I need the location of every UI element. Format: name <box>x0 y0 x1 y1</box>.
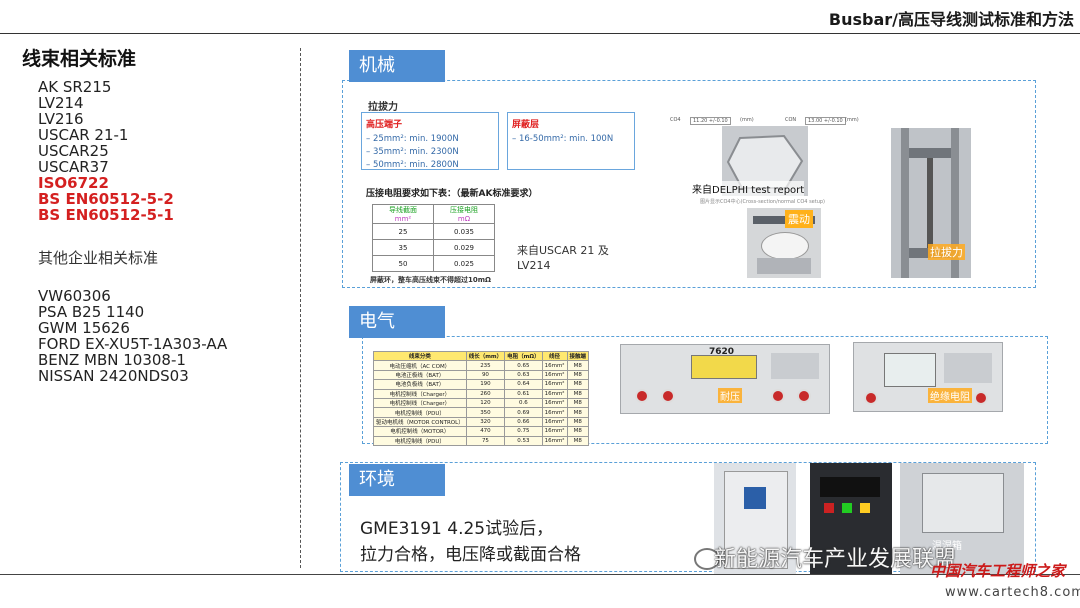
mechanical-panel <box>342 80 1036 288</box>
other-standard-item: BENZ MBN 10308-1 <box>38 351 186 369</box>
highlighted-standard-item: BS EN60512-5-2 <box>38 190 174 208</box>
delphi-caption: 来自DELPHI test report <box>692 181 805 196</box>
control-panel-photo <box>810 463 892 575</box>
xs-label: (mm) <box>845 117 859 123</box>
res-table-header: 导线截面 mm² <box>372 204 434 224</box>
standard-item: USCAR 21-1 <box>38 126 129 144</box>
other-standard-item: VW60306 <box>38 287 111 305</box>
other-standards-heading: 其他企业相关标准 <box>38 249 159 267</box>
environment-text-line: GME3191 4.25试验后， <box>360 519 554 539</box>
etable-header: 线束分类 <box>373 350 467 362</box>
hipot-tag: 耐压 <box>718 388 742 403</box>
spec-line: – 50mm²: min. 2800N <box>366 160 459 170</box>
standards-list: AK SR215 LV214 LV216 USCAR 21-1 USCAR25 … <box>38 79 292 223</box>
etable-header: 接触端 <box>566 350 590 362</box>
other-standard-item: PSA B25 1140 <box>38 303 145 321</box>
hipot-tester-photo: 7620 <box>620 344 830 414</box>
brand-watermark: 中国汽车工程师之家 <box>930 562 1066 580</box>
resistance-spec-table: 线束分类 线长（mm） 电阻（mΩ） 线径 接触端 电动压缩机（AC COM）2… <box>373 350 590 446</box>
site-url: www.cartech8.com <box>945 585 1080 600</box>
xs-label: 11.20 +/-0.10 <box>690 117 731 125</box>
environment-panel <box>340 462 1036 572</box>
highlighted-standard-item: ISO6722 <box>38 174 109 192</box>
device-display: 7620 <box>709 347 735 357</box>
xs-label: CON <box>785 117 797 123</box>
other-standard-item: GWM 15626 <box>38 319 130 337</box>
pull-force-title: 拉拔力 <box>368 102 398 113</box>
vibration-machine-photo <box>747 208 821 278</box>
standard-item: AK SR215 <box>38 78 112 96</box>
etable-header: 线长（mm） <box>465 350 506 362</box>
page-title: Busbar/高压导线测试标准和方法 <box>828 10 1074 29</box>
res-table-header: 压接电阻 mΩ <box>433 204 495 224</box>
other-standard-item: FORD EX-XU5T-1A303-AA <box>38 335 228 353</box>
insulation-tag: 绝缘电阻 <box>928 388 972 403</box>
bottom-divider <box>0 574 1080 575</box>
shield-heading: 屏蔽层 <box>512 120 540 130</box>
hv-terminal-spec: 高压端子 – 25mm²: min. 1900N – 35mm²: min. 2… <box>361 112 499 170</box>
resistance-footnote: 屏蔽环，整车高压线束不得超过10mΩ <box>370 276 491 284</box>
etable-header: 线径 <box>541 350 568 362</box>
environment-text: GME3191 4.25试验后， 拉力合格，电压降或截面合格 <box>360 516 581 568</box>
standard-item: USCAR37 <box>38 158 109 176</box>
xs-label: CO4 <box>670 117 681 123</box>
pull-tag: 拉拔力 <box>928 244 965 260</box>
standards-column: 线束相关标准 AK SR215 LV214 LV216 USCAR 21-1 U… <box>22 44 292 384</box>
vibration-tag: 震动 <box>785 210 813 228</box>
environmental-chamber-photo <box>714 463 796 575</box>
standard-item: LV214 <box>38 94 84 112</box>
mechanical-label: 机械 <box>349 50 445 82</box>
electrical-label: 电气 <box>349 306 445 338</box>
environment-text-line: 拉力合格，电压降或截面合格 <box>360 545 581 565</box>
column-divider <box>300 48 301 568</box>
other-standards-list: VW60306 PSA B25 1140 GWM 15626 FORD EX-X… <box>38 288 292 384</box>
spec-line: – 16-50mm²: min. 100N <box>512 134 614 144</box>
standard-item: LV216 <box>38 110 84 128</box>
highlighted-standard-item: BS EN60512-5-1 <box>38 206 174 224</box>
spec-line: – 35mm²: min. 2300N <box>366 147 459 157</box>
other-standard-item: NISSAN 2420NDS03 <box>38 367 189 385</box>
standard-item: USCAR25 <box>38 142 109 160</box>
shield-spec: 屏蔽层 – 16-50mm²: min. 100N <box>507 112 635 170</box>
delphi-subcaption: 图片显示CO4中心(Cross-section/normal CO4 setup… <box>700 199 826 205</box>
etable-header: 电阻（mΩ） <box>504 350 543 362</box>
chamber-tag: 温湿箱 <box>932 541 962 552</box>
xs-label: 13.00 +/-0.10 <box>805 117 846 125</box>
electrical-panel <box>362 336 1048 444</box>
spec-line: – 25mm²: min. 1900N <box>366 134 459 144</box>
temp-humidity-chamber-photo <box>900 463 1024 575</box>
top-divider <box>0 33 1080 34</box>
hv-terminal-heading: 高压端子 <box>366 120 403 130</box>
watermark-text: 新能源汽车产业发展联盟 <box>714 547 957 572</box>
uscar-source-text: 来自USCAR 21 及 LV214 <box>517 244 609 272</box>
xs-label: (mm) <box>740 117 754 123</box>
resistance-note: 压接电阻要求如下表：（最新AK标准要求） <box>366 189 538 199</box>
environment-label: 环境 <box>349 464 445 496</box>
standards-heading: 线束相关标准 <box>22 48 137 70</box>
wechat-icon <box>694 548 720 570</box>
